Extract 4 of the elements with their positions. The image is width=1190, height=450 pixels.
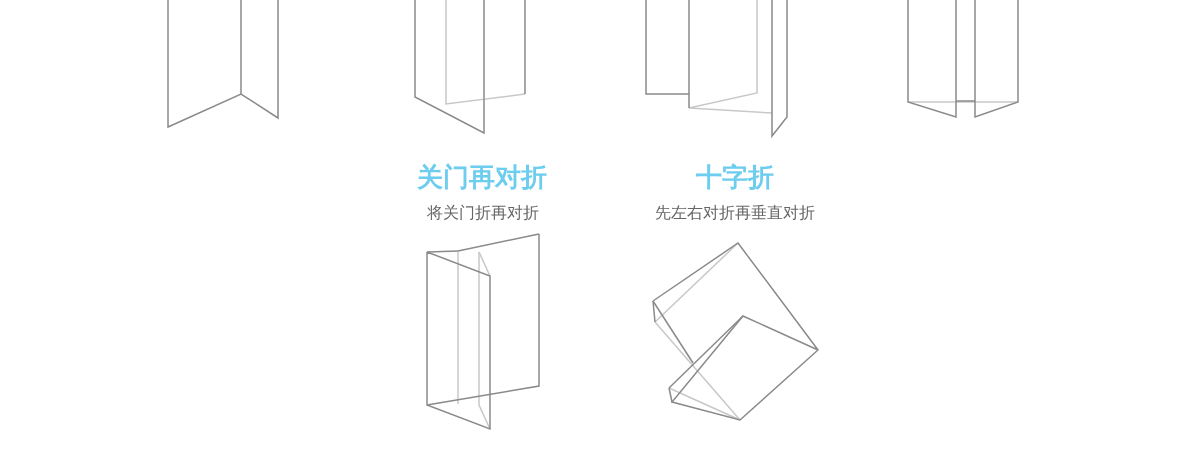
fold-description: 将关门折再对折	[427, 203, 539, 224]
fold-title: 关门再对折	[417, 161, 547, 194]
fold-description: 先左右对折再垂直对折	[655, 203, 815, 224]
fold-title: 十字折	[696, 161, 774, 194]
